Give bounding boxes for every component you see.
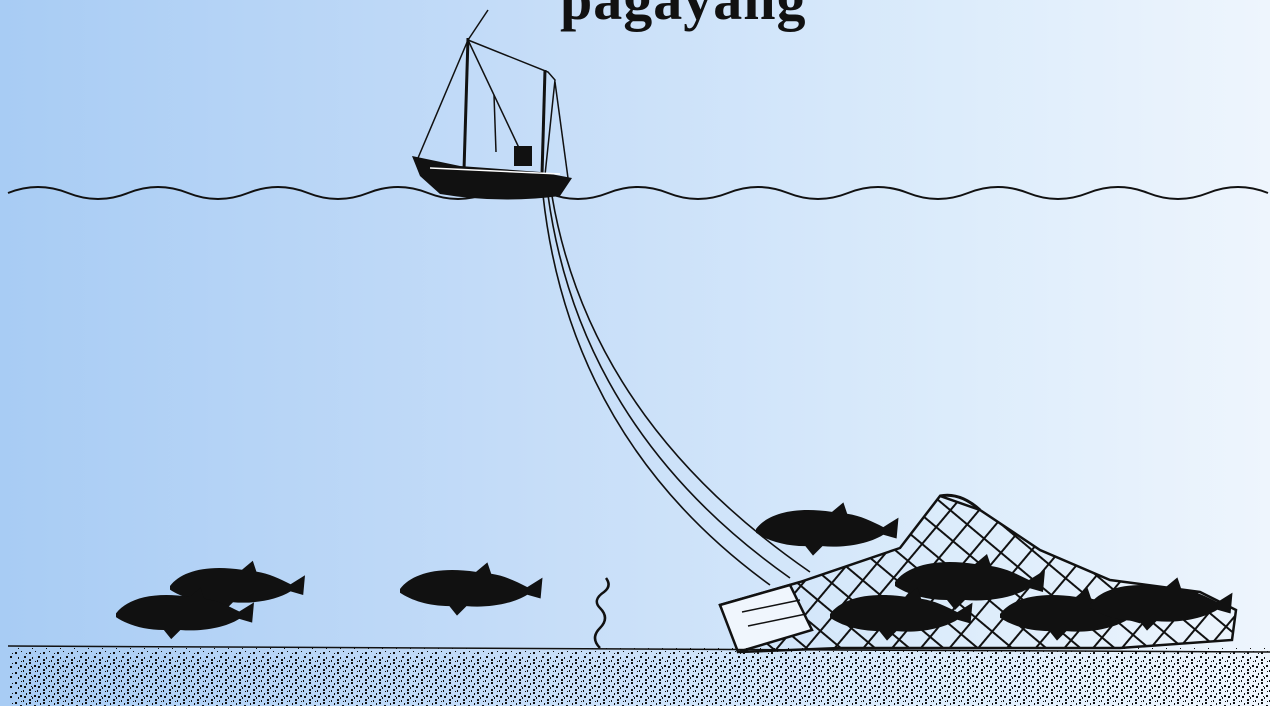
seabed-texture: [7, 645, 1270, 706]
fish-icon: [400, 562, 543, 616]
seaweed-icon: [593, 577, 610, 649]
water-surface-waves: [7, 186, 1269, 200]
trawler-boat-icon: [412, 9, 572, 200]
warp-lines: [542, 194, 811, 586]
title-fragment: pagayang: [560, 0, 807, 33]
